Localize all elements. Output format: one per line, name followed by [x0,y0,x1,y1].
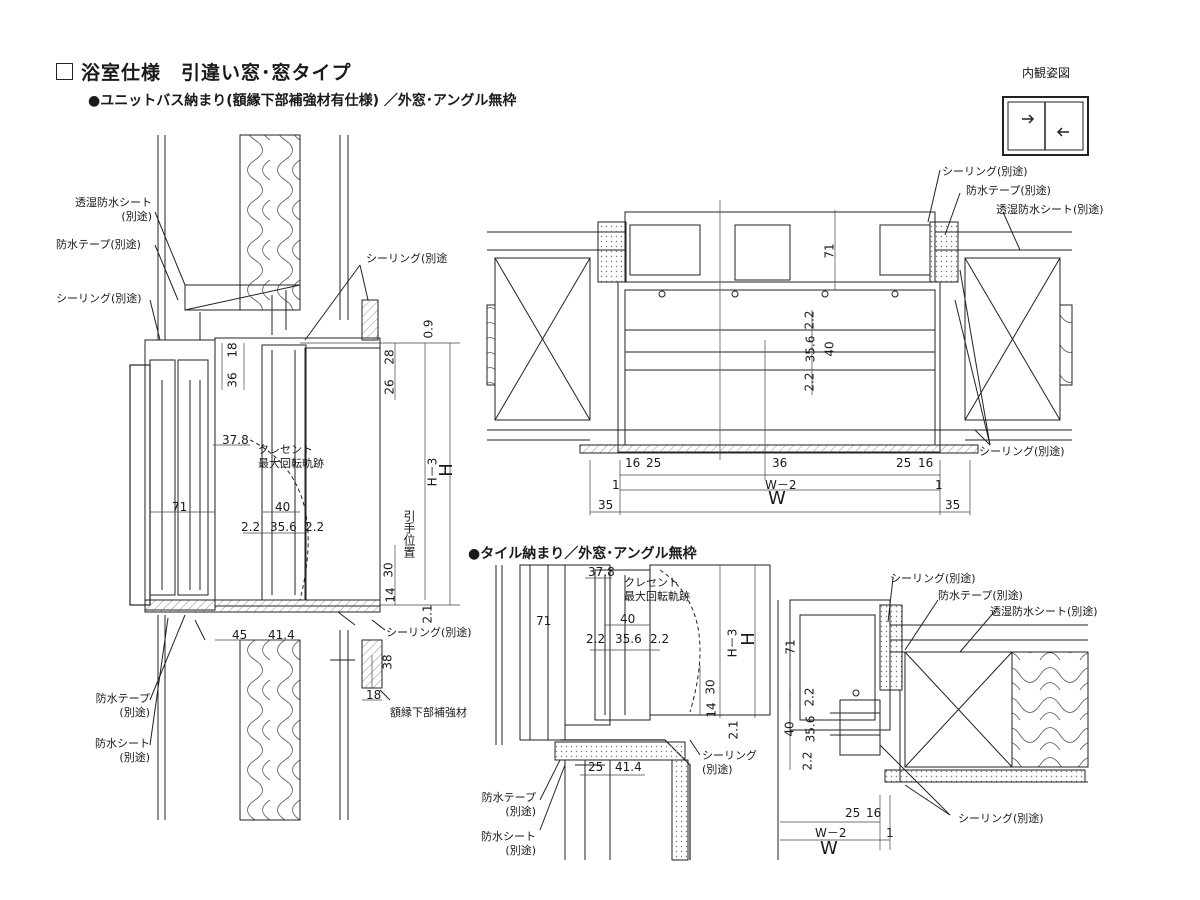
tile-dim-21: 2.1 [726,720,741,740]
vapor-sheet-label: 透湿防水シート(別途) [75,196,152,223]
waterproof-sheet-label: 防水シート(別途) [95,737,150,764]
tile-plan-vapor: 透湿防水シート(別途) [990,605,1098,618]
tile-dim-30: 30 [703,679,718,695]
page-title: 浴室仕様 引違い窓･窓タイプ [56,58,352,85]
plan-section-tile [777,577,1089,860]
tile-dim-378: 37.8 [588,565,615,579]
plan-dim-16a: 16 [625,456,641,470]
sealing-label-sill: シーリング(別途) [386,626,472,639]
reinforcement-label: 額縁下部補強材 [390,706,467,719]
tile-plan-sealing: シーリング(別途) [890,572,976,585]
tile-plan-dim-W2: W－2 [815,826,847,840]
tile-sheet-label: 防水シート(別途) [481,830,536,857]
dim-38: 38 [380,654,395,670]
tile-plan-dim-71: 71 [783,639,798,655]
tile-plan-dim-W: W [820,838,838,859]
waterproof-tape-label-bottom: 防水テープ(別途) [95,692,150,719]
tile-plan-dim-22a: 2.2 [802,687,817,707]
tile-plan-sealing-bottom: シーリング(別途) [958,812,1044,825]
plan-dim-35b: 35 [945,498,961,512]
tile-dim-356: 35.6 [615,632,642,646]
tile-dim-25: 25 [588,760,604,774]
sealing-label-top: シーリング(別途 [366,252,448,265]
plan-sealing-top: シーリング(別途) [942,165,1028,178]
dim-18a: 18 [225,342,240,358]
dim-414: 41.4 [268,628,295,642]
plan-dim-1a: 1 [612,478,620,492]
waterproof-tape-label: 防水テープ(別途) [56,238,141,251]
plan-dim-1b: 1 [935,478,943,492]
plan-dim-35a: 35 [598,498,614,512]
plan-dim-W2: W－2 [765,478,797,492]
tile-plan-dim-40: 40 [782,721,797,737]
dim-09: 0.9 [421,319,436,339]
plan-sealing-bottom: シーリング(別途) [979,445,1065,458]
crescent-label: クレセント最大回転軌跡 [258,443,324,470]
tile-dim-71: 71 [536,614,552,628]
plan-dim-71: 71 [822,243,837,259]
plan-dim-22a: 2.2 [802,310,817,330]
section-title-tile: ●タイル納まり／外窓･アングル無枠 [468,546,697,562]
tile-dim-H: H [737,632,759,646]
checkbox-square-icon [56,63,73,80]
plan-dim-22b: 2.2 [802,372,817,392]
section-title-unitbath: ●ユニットバス納まり(額縁下部補強材有仕様) ／外窓･アングル無枠 [88,93,517,109]
handle-position-label: 引手位置 [402,510,416,558]
dim-14: 14 [383,587,398,603]
plan-dim-40: 40 [822,341,837,357]
plan-section-unitbath [486,169,1073,515]
tile-plan-dim-25: 25 [845,806,861,820]
vertical-section-unitbath [129,134,460,821]
tile-dim-22a: 2.2 [586,632,606,646]
tile-dim-40: 40 [620,612,636,626]
vertical-section-tile [495,564,771,861]
plan-vapor-top: 透湿防水シート(別途) [996,203,1104,216]
sealing-label-left: シーリング(別途) [56,292,142,305]
plan-dim-36: 36 [772,456,788,470]
dim-18b: 18 [366,688,382,702]
plan-tape-top: 防水テープ(別途) [966,184,1051,197]
tile-plan-dim-22b: 2.2 [800,751,815,771]
tile-plan-dim-356: 35.6 [803,715,818,743]
tile-plan-tape: 防水テープ(別途) [938,589,1023,602]
plan-dim-356: 35.6 [803,335,818,363]
dim-45: 45 [232,628,248,642]
plan-dim-25a: 25 [646,456,662,470]
plan-dim-16b: 16 [918,456,934,470]
plan-dim-25b: 25 [896,456,912,470]
dim-36a: 36 [225,372,240,388]
dim-356: 35.6 [270,520,297,534]
tile-dim-414: 41.4 [615,760,642,774]
dim-30: 30 [381,562,396,578]
dim-H: H [435,463,457,477]
dim-378: 37.8 [222,433,249,447]
tile-sealing-label: シーリング(別途) [702,749,757,776]
dim-26: 26 [382,379,397,395]
dim-21: 2.1 [420,604,435,624]
tile-crescent-label: クレセント最大回転軌跡 [624,576,690,603]
dim-22a: 2.2 [241,520,261,534]
tile-dim-14: 14 [704,702,719,718]
dim-28: 28 [382,349,397,365]
inset-window-elevation [1002,96,1089,156]
tile-plan-dim-16: 16 [866,806,882,820]
tile-tape-label: 防水テープ(別途) [481,791,536,818]
dim-71: 71 [172,500,188,514]
plan-dim-W: W [768,488,786,509]
tile-dim-22b: 2.2 [650,632,670,646]
dim-40: 40 [275,500,291,514]
inset-title: 内観姿図 [1022,66,1071,80]
tile-plan-dim-1: 1 [886,826,894,840]
dim-22b: 2.2 [305,520,325,534]
